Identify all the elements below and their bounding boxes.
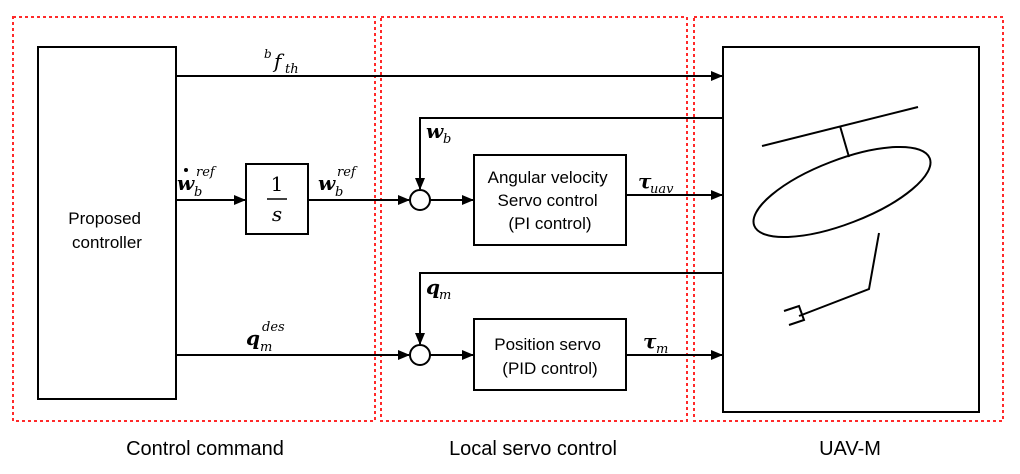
angular-velocity-servo-line1: Angular velocity [488,168,609,187]
qm-feedback-sub: m [439,288,451,303]
qm-feedback-label: qm [426,275,451,303]
tau-m-base: τ [643,329,657,353]
position-servo-line2: (PID control) [502,359,597,378]
wb-dot-ref-label: wb ref [177,165,217,200]
qm-des-base: q [246,326,260,350]
section-label-control-command: Control command [126,438,284,460]
section-control-command-border [12,16,376,422]
wb-ref-sub: b [335,185,343,200]
tau-m-label: τm [643,329,668,357]
proposed-controller-label-line2: controller [72,233,142,252]
wb-ref-base: w [318,171,336,195]
qm-des-sup: des [262,320,285,335]
thrust-label-sup: b [264,47,272,61]
proposed-controller-block [37,46,177,400]
svg-text:Position servo (PID contro: Position servo (PID control) [494,335,606,378]
angular-velocity-servo-line2: Servo control [498,191,598,210]
wb-feedback-sub: b [443,132,451,147]
thrust-label-sub: th [285,62,299,77]
tau-m-sub: m [656,342,668,357]
section-label-local-servo: Local servo control [449,438,617,460]
tau-uav-sub: uav [650,182,674,197]
summing-junction-position [409,344,431,366]
uav-manipulator-drawing [752,106,932,326]
wb-feedback-base: w [426,119,444,143]
wb-dot-ref-base: w [177,171,195,195]
section-label-uav-m: UAV-M [819,438,881,460]
tau-uav-base: τ [638,169,652,193]
uav-m-block [722,46,980,413]
qm-des-label: qm des [246,320,285,355]
integrator-numerator: 1 [271,172,284,196]
position-servo-block [473,318,627,391]
tau-uav-label: τuav [638,169,674,197]
section-uav-m-border [693,16,1004,422]
angular-velocity-servo-line3: (PI control) [508,214,591,233]
wb-ref-sup: ref [337,165,358,180]
wb-dot-ref-sub: b [194,185,202,200]
proposed-controller-label-line1: Proposed [68,209,141,228]
integrator-denominator: s [272,202,282,226]
section-local-servo-border [380,16,688,422]
svg-text:Angular velocity Servo con: Angular velocity Servo control (PI contr… [488,168,613,233]
position-servo-line1: Position servo [494,335,601,354]
qm-feedback-base: q [426,275,440,299]
wb-dot-ref-overdot [184,168,188,172]
thrust-label-base: f [272,49,285,73]
wb-feedback-label: wb [426,119,451,147]
angular-velocity-servo-block [473,154,627,246]
wb-feedback-arrow [415,117,723,190]
rotor-mast [839,125,850,158]
qm-feedback-arrow [415,272,723,345]
gripper [783,304,806,326]
svg-text:Proposed controller: Proposed controller [68,209,146,252]
wb-ref-label: wb ref [318,165,358,200]
summing-junction-angular [409,189,431,211]
qm-des-sub: m [260,340,272,355]
manipulator-arm [798,232,880,317]
wb-dot-ref-sup: ref [196,165,217,180]
uav-body [752,145,932,239]
